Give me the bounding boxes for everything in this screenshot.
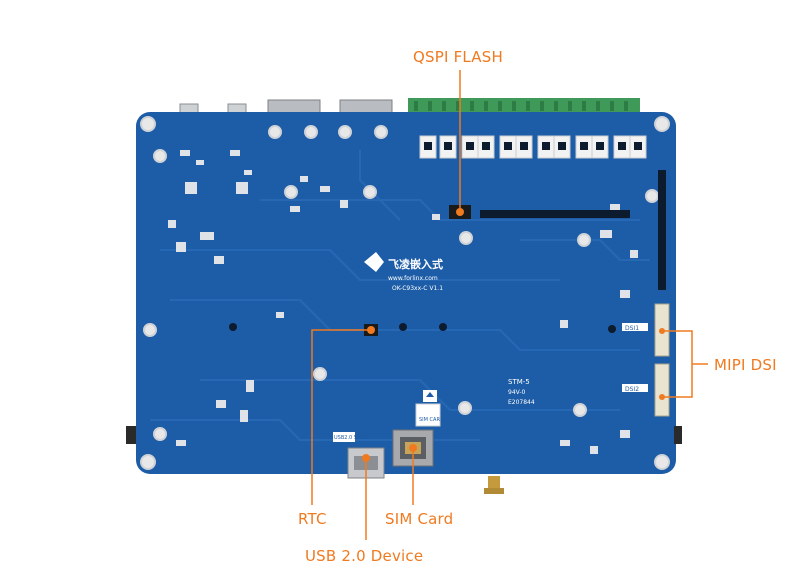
pcb-board	[136, 112, 676, 474]
svg-text:USB2.0 SLAVE: USB2.0 SLAVE	[334, 435, 370, 441]
mounting-holes	[140, 116, 670, 470]
svg-text:www.forlinx.com: www.forlinx.com	[388, 275, 438, 282]
pin-header-right	[658, 170, 666, 290]
side-button-right	[674, 426, 682, 444]
svg-text:DSI1: DSI1	[625, 325, 639, 332]
rtc-label: RTC	[298, 510, 327, 528]
svg-text:STM-5: STM-5	[508, 378, 530, 386]
antenna-connector	[484, 476, 504, 494]
svg-text:E207844: E207844	[508, 399, 535, 406]
mipi-dsi-label: MIPI DSI	[714, 356, 777, 374]
pin-header-top	[480, 210, 630, 218]
smd-components	[168, 150, 638, 454]
sim-card-slot: SIM CARD	[392, 390, 444, 467]
side-button-left	[126, 426, 136, 444]
silkscreen-text: STM-5 94V-0 E207844	[508, 378, 535, 406]
qspi-flash-label: QSPI FLASH	[413, 48, 503, 66]
svg-text:飞凌嵌入式: 飞凌嵌入式	[388, 257, 443, 271]
callout-lines	[311, 70, 708, 540]
usb-device-label: USB 2.0 Device	[305, 547, 424, 565]
svg-text:SIM CARD: SIM CARD	[419, 417, 444, 423]
svg-text:94V-0: 94V-0	[508, 389, 526, 396]
svg-text:DSI2: DSI2	[625, 386, 639, 393]
terminal-block	[408, 98, 640, 116]
forlinx-logo: 飞凌嵌入式 www.forlinx.com OK-C93xx-C V1.1	[364, 252, 443, 292]
board-vias	[229, 323, 616, 333]
svg-text:OK-C93xx-C V1.1: OK-C93xx-C V1.1	[392, 285, 443, 292]
sim-card-label: SIM Card	[385, 510, 454, 528]
